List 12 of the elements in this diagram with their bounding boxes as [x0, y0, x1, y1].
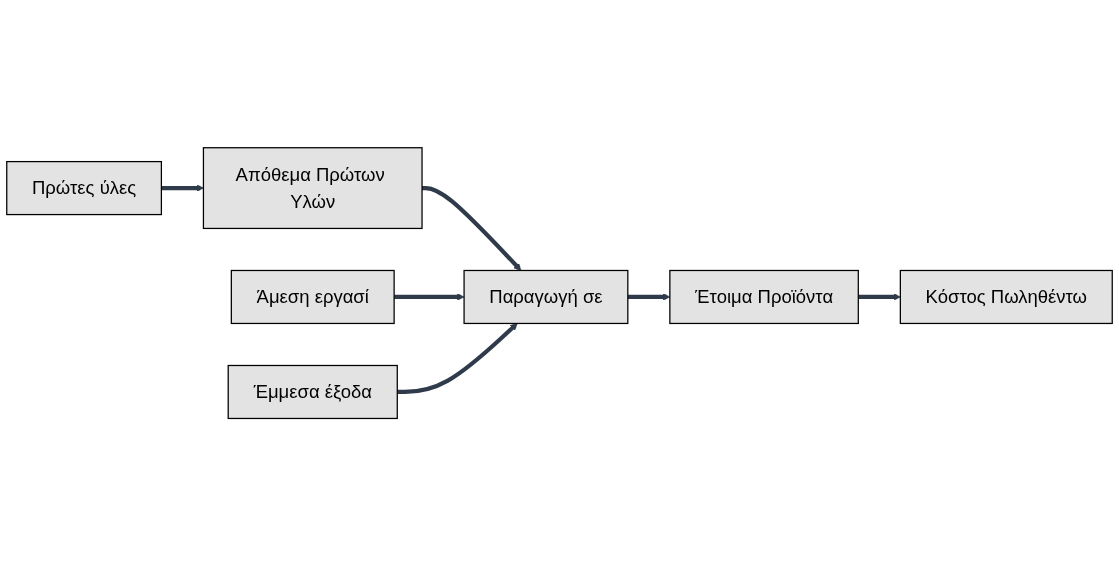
node-box: Άμεση εργασί — [230, 269, 395, 324]
node-box: Έτοιμα Προϊόντα — [669, 269, 859, 324]
arrow — [394, 293, 465, 301]
node-box: Παραγωγή σε — [463, 269, 629, 324]
arrow — [858, 293, 901, 301]
node-box: Πρώτες ύλες — [6, 160, 162, 216]
node-box: Έμμεσα έξοδα — [227, 364, 398, 419]
arrow — [397, 323, 518, 394]
node-box: Κόστος Πωληθέντω — [899, 269, 1113, 324]
node-box: Απόθεμα Πρώτων Υλών — [202, 147, 423, 229]
arrow — [161, 184, 204, 192]
arrow — [422, 185, 522, 271]
